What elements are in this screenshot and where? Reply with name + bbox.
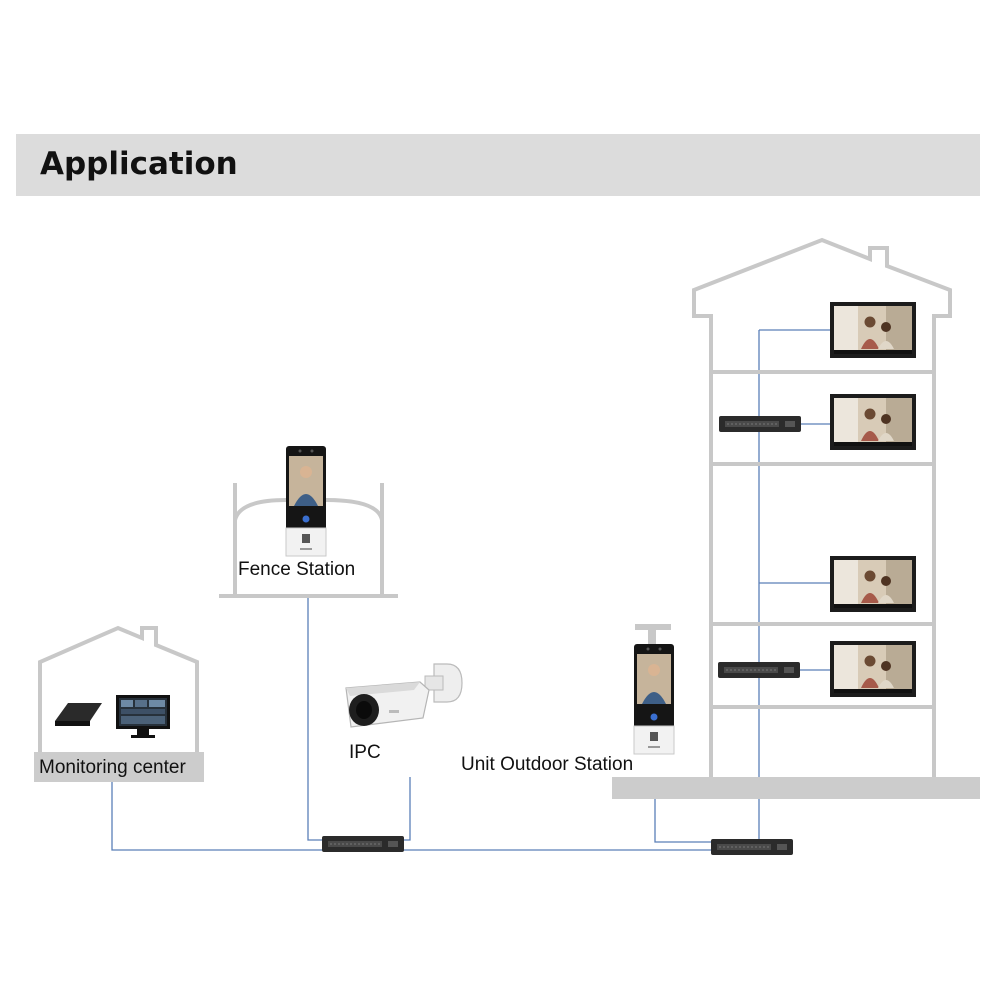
building-icon [692, 237, 952, 777]
indoor-monitor-icon [830, 302, 916, 358]
switch-icon [717, 661, 801, 679]
door-station-icon [285, 445, 327, 557]
switch-icon [321, 835, 405, 853]
header-bar: Application [16, 134, 980, 196]
cable-monitoring-center [111, 781, 322, 851]
ipc-label: IPC [349, 742, 381, 763]
switch-icon [710, 838, 794, 856]
server-icon [55, 703, 102, 726]
monitoring-center-banner [34, 752, 204, 782]
switch-icon [718, 415, 802, 433]
door-station-icon [633, 643, 675, 755]
indoor-monitor-icon [830, 394, 916, 450]
bullet-camera-icon [345, 663, 463, 728]
unit-outdoor-station-label: Unit Outdoor Station [461, 754, 634, 775]
fence-station-label: Fence Station [238, 559, 356, 580]
monitoring-center-label: Monitoring center [39, 757, 186, 778]
cable-unit-outdoor-station [654, 778, 712, 843]
mount-pole [635, 624, 671, 646]
ground-slab [612, 777, 980, 799]
indoor-monitor-icon [830, 556, 916, 612]
house-icon [38, 625, 199, 752]
fence-icon [219, 483, 398, 598]
page-title: Application [40, 146, 238, 182]
cable-ipc [402, 777, 411, 841]
monitor-icon [116, 695, 170, 738]
indoor-monitor-icon [830, 641, 916, 697]
cable-fence-station [307, 596, 324, 841]
